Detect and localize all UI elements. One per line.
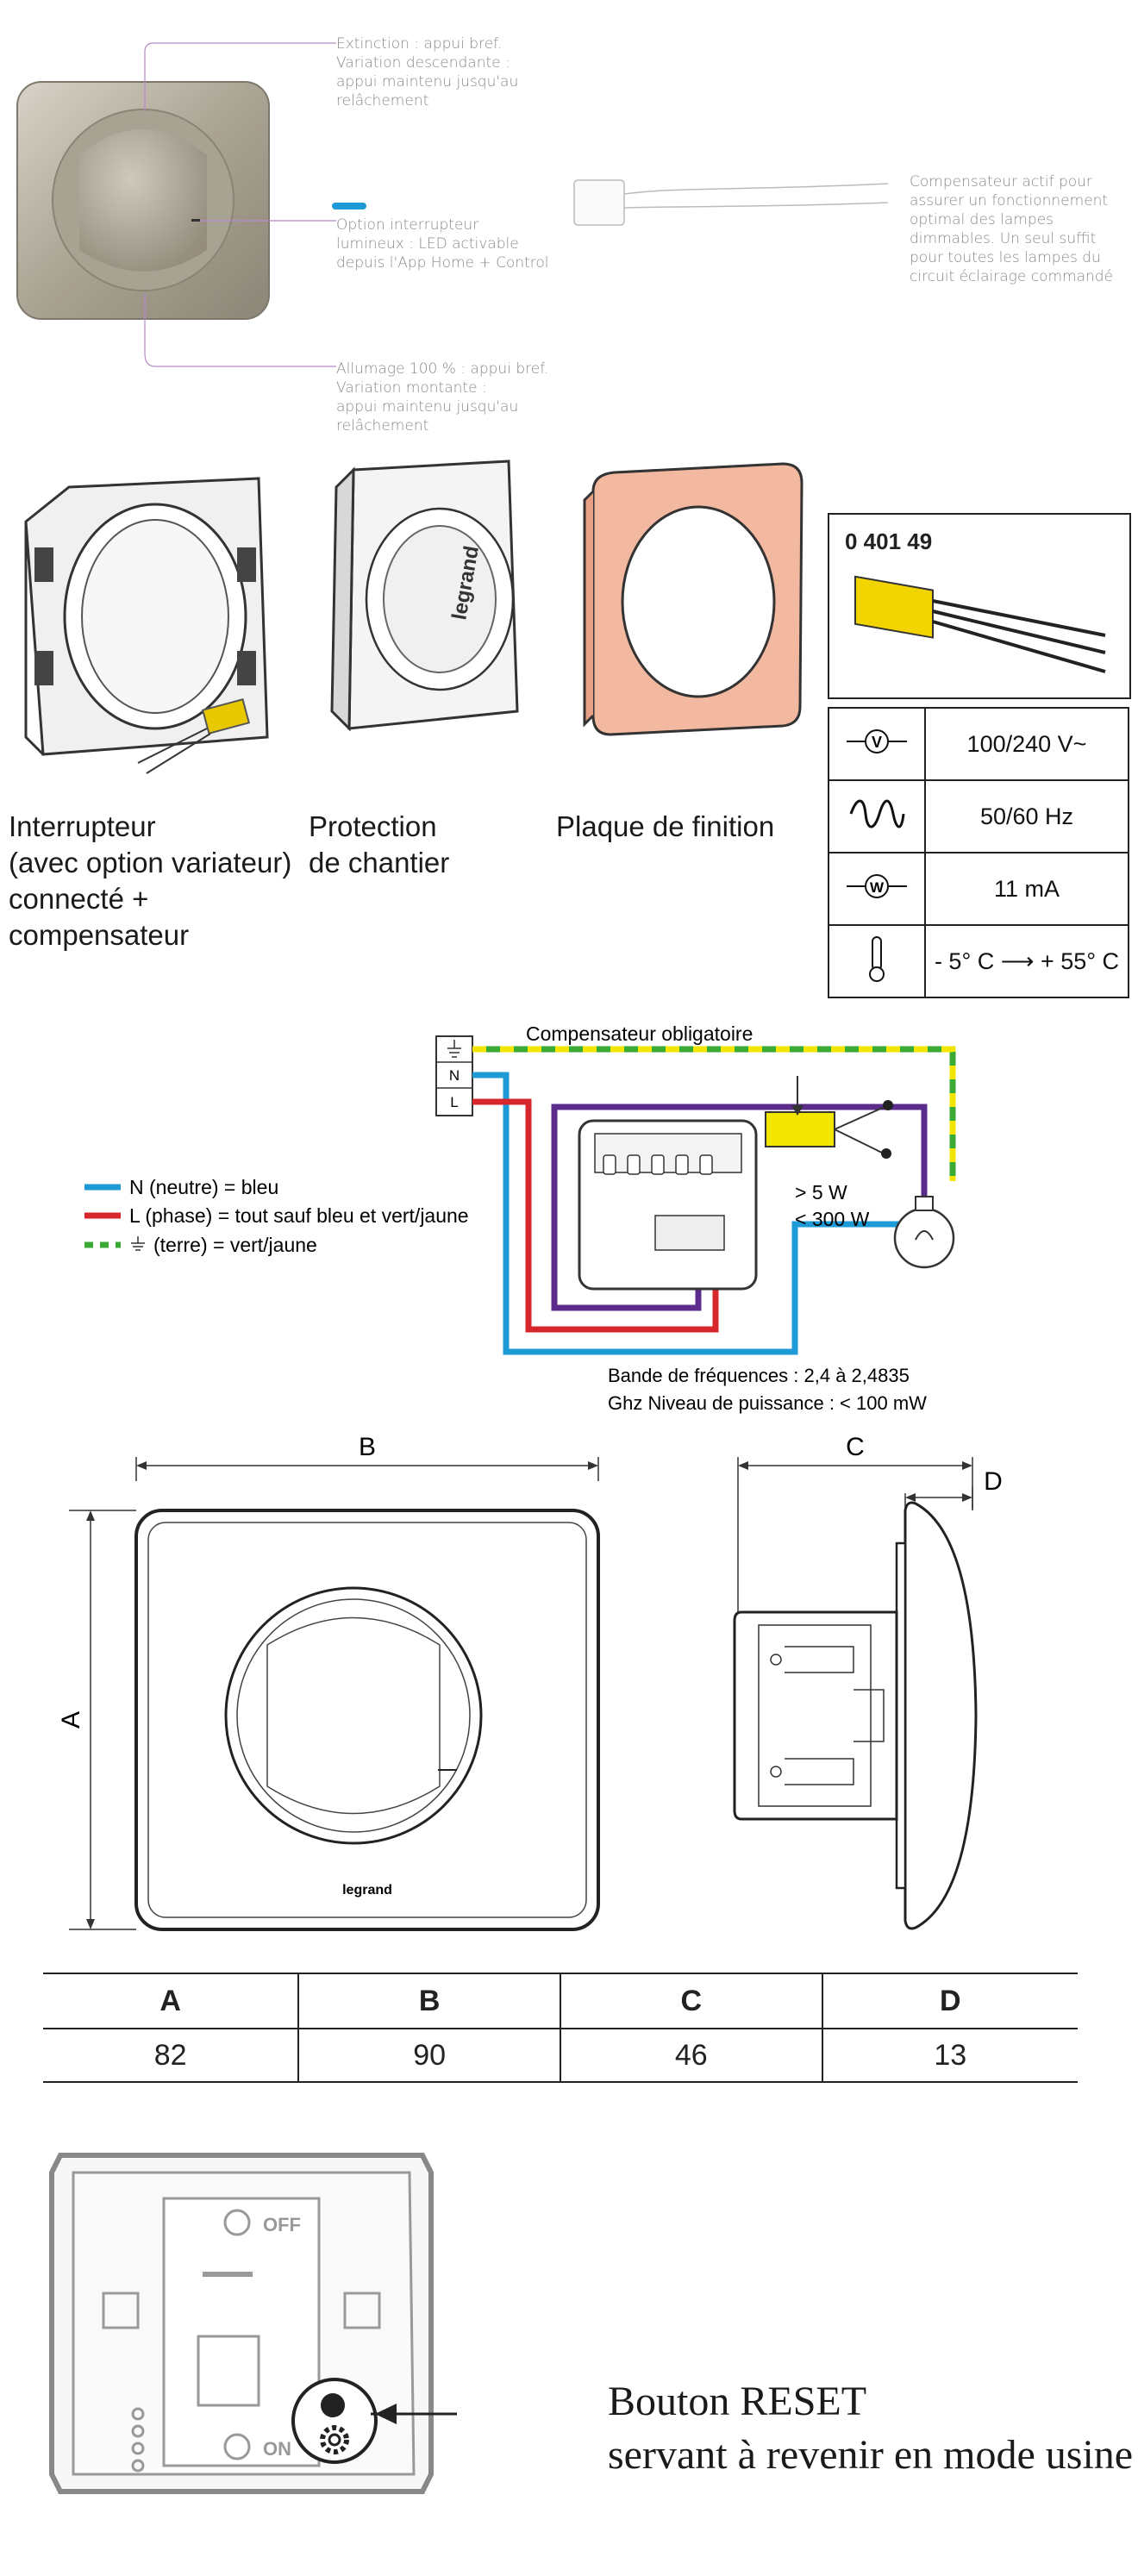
- dimension-d-label: D: [984, 1467, 1003, 1496]
- spec-row: 50/60 Hz: [828, 779, 1129, 853]
- column-header: B: [297, 1973, 560, 2029]
- spec-value: 50/60 Hz: [924, 779, 1129, 853]
- table-cell: 13: [821, 2029, 1078, 2083]
- annotation-compensator: dimmables. Un seul suffit: [910, 230, 1097, 247]
- table-cell: 90: [297, 2029, 560, 2083]
- on-label: ON: [263, 2438, 291, 2460]
- terminal-l-label: L: [450, 1094, 458, 1110]
- mechanism-back-illustration: OFF ON: [49, 2153, 457, 2494]
- table-cell: 46: [559, 2029, 822, 2083]
- column-header: D: [821, 1973, 1078, 2029]
- reset-description: servant à revenir en mode usine: [608, 2432, 1134, 2478]
- compensator-illustration: [573, 179, 889, 226]
- svg-text:W: W: [870, 879, 885, 896]
- annotation-compensator: optimal des lampes: [910, 211, 1054, 228]
- voltage-icon: V: [828, 707, 926, 781]
- product-caption-switch: connecté +: [9, 883, 149, 915]
- product-caption-protection: de chantier: [309, 847, 450, 878]
- annotation-led: lumineux : LED activable: [336, 235, 519, 253]
- reset-button-highlight: [291, 2378, 378, 2464]
- compensator-ref-box: 0 401 49: [828, 513, 1131, 699]
- annotation-off: Extinction : appui bref.: [336, 35, 503, 53]
- annotation-on: appui maintenu jusqu'au: [336, 398, 519, 416]
- compensator-required-label: Compensateur obligatoire: [526, 1022, 753, 1045]
- annotation-off: Variation descendante :: [336, 54, 510, 72]
- product-caption-protection: Protection: [309, 810, 437, 842]
- power-level-label: Ghz Niveau de puissance : < 100 mW: [608, 1392, 927, 1414]
- terminal-n-label: N: [449, 1067, 460, 1084]
- frequency-band-label: Bande de fréquences : 2,4 à 2,4835: [608, 1365, 910, 1386]
- spec-value: 11 mA: [924, 852, 1129, 926]
- dimensions-table: A B C D 82 90 46 13: [43, 1973, 1078, 2083]
- cover-plate-illustration: [583, 462, 803, 736]
- table-header-row: A B C D: [43, 1973, 1078, 2029]
- table-row: 82 90 46 13: [43, 2029, 1078, 2083]
- legend-phase-label: L (phase) = tout sauf bleu et vert/jaune: [129, 1204, 469, 1227]
- annotation-off: relâchement: [336, 92, 429, 109]
- annotation-on: relâchement: [336, 417, 429, 435]
- load-max-label: < 300 W: [795, 1208, 870, 1230]
- spec-row: V 100/240 V~: [828, 707, 1129, 781]
- load-min-label: > 5 W: [795, 1181, 847, 1204]
- annotation-compensator: circuit éclairage commandé: [910, 268, 1114, 285]
- legend-earth-label: (terre) = vert/jaune: [153, 1234, 317, 1256]
- spec-row: W 11 mA: [828, 852, 1129, 926]
- annotation-compensator: pour toutes les lampes du: [910, 249, 1101, 266]
- power-icon: W: [828, 852, 926, 926]
- annotation-led: depuis l'App Home + Control: [336, 254, 549, 272]
- svg-text:V: V: [872, 734, 882, 751]
- column-header: C: [559, 1973, 822, 2029]
- dimension-c-label: C: [846, 1433, 865, 1461]
- annotation-off: appui maintenu jusqu'au: [336, 73, 519, 91]
- product-caption-plate: Plaque de finition: [556, 810, 775, 842]
- frequency-icon: [828, 779, 926, 853]
- spec-row: - 5° C ⟶ + 55° C: [828, 924, 1129, 998]
- column-header: A: [43, 1973, 299, 2029]
- legrand-logo: legrand: [342, 1883, 392, 1898]
- side-dimension-drawing: C D: [733, 1433, 1003, 1930]
- annotation-on: Variation montante :: [336, 379, 487, 397]
- annotation-on: Allumage 100 % : appui bref.: [336, 360, 549, 378]
- earth-icon: [131, 1236, 145, 1251]
- site-protection-illustration: legrand: [330, 460, 519, 732]
- annotation-led: Option interrupteur: [336, 216, 479, 234]
- dimension-a-label: A: [57, 1711, 85, 1729]
- product-caption-switch: compensateur: [9, 919, 190, 951]
- annotation-compensator: Compensateur actif pour: [910, 173, 1092, 191]
- spec-value: 100/240 V~: [924, 707, 1129, 781]
- table-cell: 82: [43, 2029, 299, 2083]
- off-label: OFF: [263, 2214, 301, 2235]
- switch-mechanism-illustration: [24, 477, 269, 774]
- switch-plate-illustration: [16, 42, 366, 367]
- spec-value: - 5° C ⟶ + 55° C: [924, 924, 1129, 998]
- product-caption-switch: (avec option variateur): [9, 847, 292, 878]
- compensator-ref: 0 401 49: [845, 528, 933, 554]
- product-caption-switch: Interrupteur: [9, 810, 156, 842]
- spec-table: V 100/240 V~ 50/60 Hz W 11 mA - 5° C ⟶ +…: [828, 707, 1129, 998]
- wiring-diagram: N L Compensateur obligatoire > 5 W < 300…: [84, 1022, 956, 1414]
- thermometer-icon: [828, 924, 926, 998]
- reset-title: Bouton RESET: [608, 2379, 867, 2424]
- dimension-b-label: B: [359, 1433, 376, 1461]
- gear-icon: [320, 2425, 349, 2454]
- front-dimension-drawing: B A legrand: [57, 1433, 600, 1931]
- annotation-compensator: assurer un fonctionnement: [910, 192, 1109, 209]
- legend-neutral-label: N (neutre) = bleu: [129, 1176, 278, 1198]
